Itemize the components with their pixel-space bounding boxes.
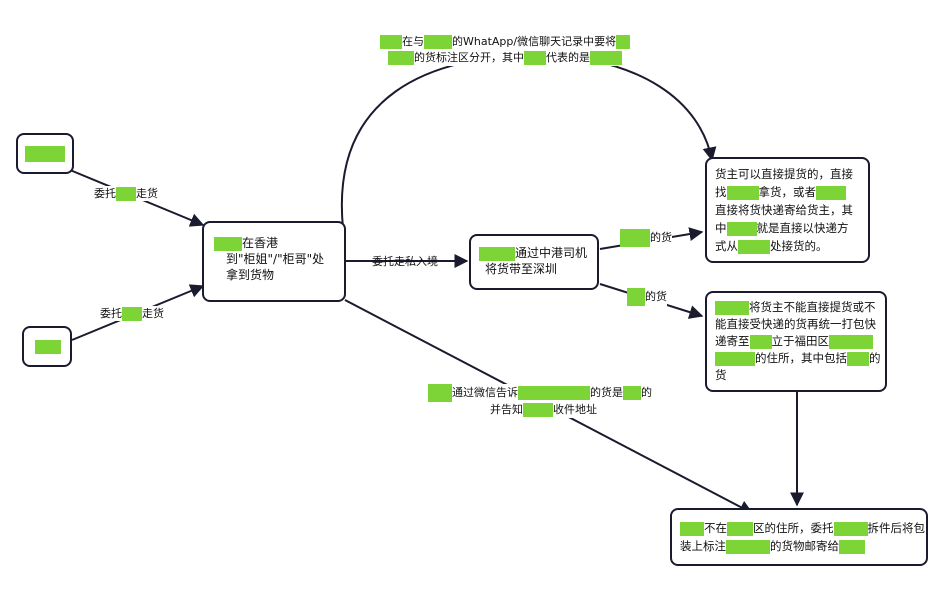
redacted-block bbox=[623, 386, 641, 400]
edge-label-entrust-top: 委托 走货 bbox=[94, 186, 158, 201]
redacted-block bbox=[829, 334, 873, 349]
wechat-label-1a: 通过微信告诉 bbox=[452, 386, 518, 399]
redacted-block bbox=[727, 521, 753, 536]
final-line1a: 不在 bbox=[704, 521, 727, 535]
edge-label-wechat: 通过微信告诉 的货是 的 并告知 收件地址 bbox=[428, 384, 652, 418]
direct-pickup-node: 货主可以直接提货的，直接 找 拿货，或者 直接将货快递寄给货主，其 中 就是直接以快… bbox=[705, 157, 870, 263]
redacted-block bbox=[839, 539, 865, 554]
edge-label-entrust-bottom: 委托 走货 bbox=[100, 306, 164, 321]
redacted-block bbox=[715, 300, 749, 315]
arc-label-1a: 在与 bbox=[402, 35, 424, 48]
redacted-block bbox=[726, 539, 770, 554]
final-line2a: 装上标注 bbox=[680, 539, 726, 553]
indirect-line3b: 立于福田区 bbox=[771, 334, 830, 348]
redacted-block bbox=[424, 35, 452, 49]
edge-label-entrust-bottom-a: 委托 bbox=[100, 307, 122, 320]
redacted-block bbox=[479, 246, 515, 261]
edge-label-arc: 在与 的WhatApp/微信聊天记录中要将 的货标注区分开，其中 代表的是 bbox=[380, 34, 631, 66]
sz-driver-line2: 将货带至深圳 bbox=[485, 262, 558, 276]
arc-label-2a: 的货标注区分开，其中 bbox=[414, 51, 524, 64]
indirect-node: 将货主不能直接提货或不 能直接受快递的货再统一打包快 递寄至 立于福田区 的住所，… bbox=[705, 291, 887, 392]
source-node-bottom bbox=[22, 326, 72, 367]
redacted-block bbox=[833, 521, 868, 536]
direct-line5a: 式从 bbox=[715, 239, 738, 253]
direct-line3: 直接将货快递寄给货主，其 bbox=[715, 203, 853, 217]
edge-arc-hk-to-direct bbox=[340, 53, 717, 229]
redacted-block bbox=[738, 239, 770, 254]
redacted-block bbox=[627, 288, 645, 306]
edge-label-goods-a: 的货 bbox=[620, 229, 672, 247]
redacted-block bbox=[620, 229, 650, 247]
hk-pickup-line3: 拿到货物 bbox=[226, 268, 275, 282]
wechat-label-1b: 的货是 bbox=[590, 386, 623, 399]
final-line1c: 拆件后将包 bbox=[867, 521, 926, 535]
edge-label-entrust-bottom-b: 走货 bbox=[142, 307, 164, 320]
redacted-block bbox=[518, 386, 590, 400]
redacted-block bbox=[428, 384, 452, 402]
indirect-line2: 能直接受快递的货再统一打包快 bbox=[715, 317, 876, 331]
redacted-block bbox=[380, 35, 402, 49]
redacted-block bbox=[523, 403, 553, 417]
indirect-line4: 的住所，其中包括 bbox=[755, 351, 847, 365]
final-line2b: 的货物邮寄给 bbox=[770, 539, 839, 553]
sz-driver-line1: 通过中港司机 bbox=[515, 246, 588, 260]
goods-a-text: 的货 bbox=[650, 231, 672, 244]
wechat-label-2b: 收件地址 bbox=[553, 403, 597, 416]
indirect-line3a: 递寄至 bbox=[715, 334, 750, 348]
final-line1b: 区的住所，委托 bbox=[753, 521, 834, 535]
edge-label-entrust-top-b: 走货 bbox=[136, 187, 158, 200]
redacted-block bbox=[116, 187, 136, 201]
redacted-block bbox=[715, 351, 755, 366]
edge-label-smuggle: 委托走私入境 bbox=[372, 255, 438, 268]
direct-line4b: 就是直接以快递方 bbox=[756, 221, 849, 235]
redacted-block bbox=[590, 51, 622, 65]
wechat-label-2a: 并告知 bbox=[490, 403, 523, 416]
redacted-block bbox=[726, 221, 757, 236]
goods-b-text: 的货 bbox=[645, 290, 667, 303]
source-node-top bbox=[16, 133, 74, 174]
hk-pickup-line2: 到"柜姐"/"柜哥"处 bbox=[226, 252, 325, 266]
redacted-block bbox=[388, 51, 414, 65]
arc-label-2b: 代表的是 bbox=[546, 51, 590, 64]
indirect-line1: 将货主不能直接提货或不 bbox=[749, 300, 876, 314]
redacted-block bbox=[214, 236, 242, 251]
redacted-block bbox=[524, 51, 546, 65]
redacted-block bbox=[749, 334, 772, 349]
redacted-block bbox=[35, 340, 61, 354]
sz-driver-node: 通过中港司机 将货带至深圳 bbox=[469, 234, 599, 290]
redacted-block bbox=[680, 521, 704, 536]
wechat-label-1c: 的 bbox=[641, 386, 652, 399]
redacted-block bbox=[122, 307, 142, 321]
indirect-line4b: 的 bbox=[869, 351, 881, 365]
indirect-line5: 货 bbox=[715, 368, 727, 382]
redacted-block bbox=[25, 146, 65, 162]
edge-label-goods-b: 的货 bbox=[627, 288, 667, 306]
direct-line5b: 处接货的。 bbox=[770, 239, 828, 253]
redacted-block bbox=[816, 185, 846, 200]
edge-label-entrust-top-a: 委托 bbox=[94, 187, 116, 200]
redacted-block bbox=[847, 351, 869, 366]
hk-pickup-node: 在香港 到"柜姐"/"柜哥"处 拿到货物 bbox=[202, 221, 346, 302]
direct-line1: 货主可以直接提货的，直接 bbox=[715, 167, 853, 181]
direct-line2a: 找 bbox=[715, 185, 727, 199]
direct-line4a: 中 bbox=[715, 221, 727, 235]
redacted-block bbox=[726, 185, 759, 200]
redacted-block bbox=[616, 35, 631, 49]
hk-pickup-line1: 在香港 bbox=[242, 236, 279, 250]
direct-line2b: 拿货，或者 bbox=[758, 185, 817, 199]
arc-label-1b: 的WhatApp/微信聊天记录中要将 bbox=[452, 35, 617, 48]
final-node: 不在 区的住所，委托 拆件后将包 装上标注 的货物邮寄给 bbox=[670, 508, 928, 566]
